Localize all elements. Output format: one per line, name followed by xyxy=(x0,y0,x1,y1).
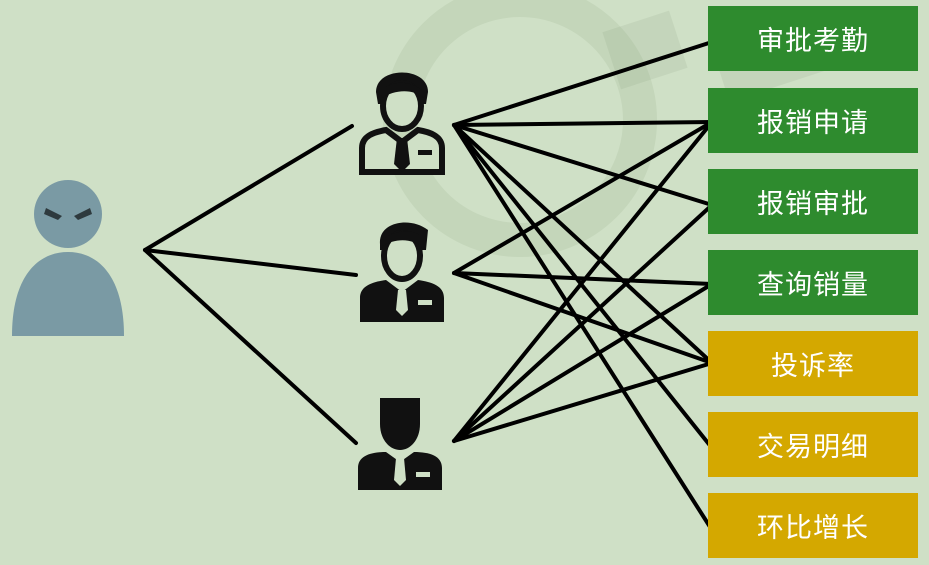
permission-box-2: 报销审批 xyxy=(708,169,918,234)
permission-box-4: 投诉率 xyxy=(708,331,918,396)
permission-label: 查询销量 xyxy=(757,270,869,301)
masked-user-icon xyxy=(12,180,124,336)
permission-box-3: 查询销量 xyxy=(708,250,918,315)
role-permission-line xyxy=(452,361,714,443)
permission-box-6: 环比增长 xyxy=(708,493,918,558)
manager-icon xyxy=(360,222,444,322)
role-permission-line xyxy=(452,120,714,275)
role-permission-line xyxy=(452,120,714,443)
role-permission-line xyxy=(452,123,714,365)
role-permission-line xyxy=(452,120,714,127)
role-permission-line xyxy=(452,271,714,365)
permission-label: 环比增长 xyxy=(757,513,869,544)
role-permission-line xyxy=(452,282,714,443)
attacker-role-line xyxy=(143,248,358,277)
role-permission-line xyxy=(452,123,714,207)
permission-label: 交易明细 xyxy=(757,432,869,463)
role-permission-line xyxy=(452,203,714,443)
permission-box-1: 报销申请 xyxy=(708,88,918,153)
permission-box-5: 交易明细 xyxy=(708,412,918,477)
attacker-role-line xyxy=(143,248,358,445)
permission-label: 报销申请 xyxy=(757,108,869,139)
permission-label: 报销审批 xyxy=(757,189,869,220)
permission-label: 投诉率 xyxy=(771,351,855,382)
role-permission-line xyxy=(452,40,714,127)
permission-box-0: 审批考勤 xyxy=(708,6,918,71)
employee-icon xyxy=(359,72,445,175)
connection-lines xyxy=(143,40,714,532)
role-permission-line xyxy=(452,123,714,532)
permission-label: 审批考勤 xyxy=(757,26,869,57)
role-permission-line xyxy=(452,123,714,450)
attacker-role-line xyxy=(143,124,354,252)
executive-icon xyxy=(358,398,442,490)
